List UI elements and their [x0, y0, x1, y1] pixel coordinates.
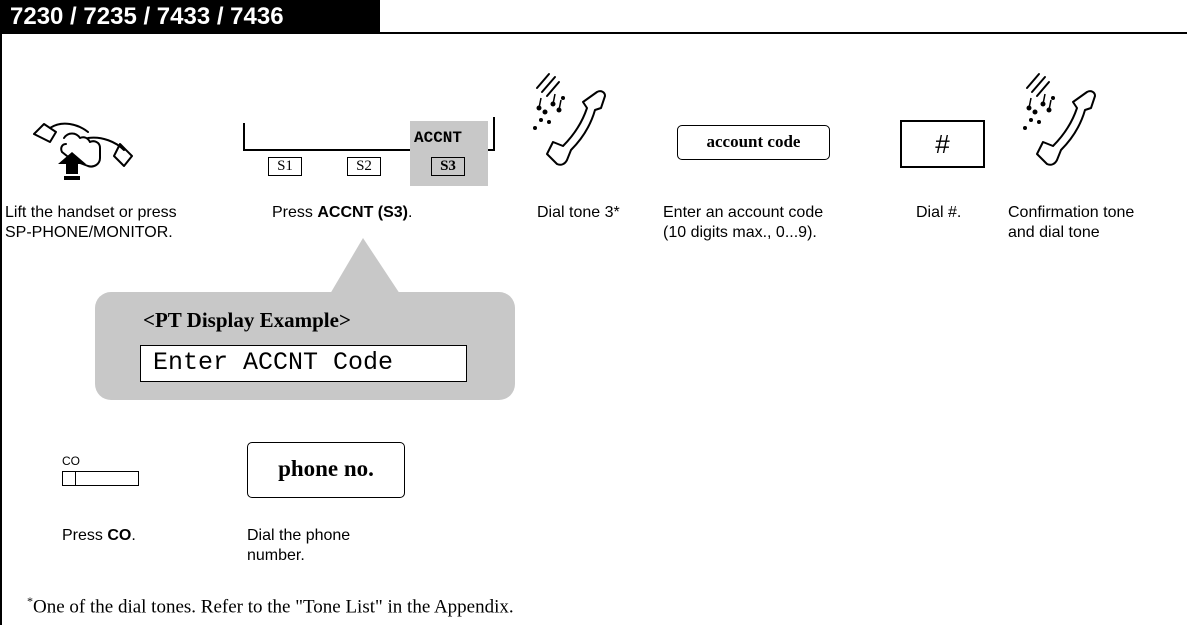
dial-tone-caption: Dial tone 3* — [537, 204, 620, 221]
phone-number-caption-line1: Dial the phone — [247, 527, 351, 544]
hand-lifting-handset-icon — [33, 122, 133, 180]
co-key-led — [62, 471, 76, 486]
callout-pointer — [330, 238, 400, 294]
press-co-caption: Press CO. — [62, 527, 136, 544]
phone-number-key[interactable]: phone no. — [247, 442, 405, 498]
confirmation-caption-line2: and dial tone — [1008, 224, 1100, 241]
confirmation-caption-line1: Confirmation tone — [1008, 204, 1135, 221]
lift-caption-line2: SP-PHONE/MONITOR. — [5, 224, 173, 241]
lift-caption-line1: Lift the handset or press — [5, 204, 177, 221]
frame-top-border — [0, 32, 1187, 34]
accnt-softkey-header: ACCNT — [414, 129, 463, 147]
lcd-display: Enter ACCNT Code — [140, 345, 467, 382]
softkey-bracket-base — [243, 149, 495, 151]
display-example-title: <PT Display Example> — [143, 308, 351, 332]
account-code-key[interactable]: account code — [677, 125, 830, 160]
softkey-s1[interactable]: S1 — [268, 157, 302, 176]
account-code-caption-line2: (10 digits max., 0...9). — [663, 224, 817, 241]
account-code-caption-line1: Enter an account code — [663, 204, 824, 221]
ringing-handset-icon — [533, 73, 606, 166]
frame-left-border — [0, 0, 2, 625]
model-banner: 7230 / 7235 / 7433 / 7436 — [0, 0, 380, 34]
ringing-handset-icon — [1023, 73, 1096, 166]
phone-number-caption-line2: number. — [247, 547, 305, 564]
co-key-label: CO — [62, 454, 80, 468]
softkey-bracket-right — [493, 117, 495, 150]
footnote: *One of the dial tones. Refer to the "To… — [27, 594, 514, 618]
hash-key[interactable]: # — [900, 120, 985, 168]
softkey-bracket-left — [243, 123, 245, 150]
softkey-s2[interactable]: S2 — [347, 157, 381, 176]
softkey-s3[interactable]: S3 — [431, 157, 465, 176]
press-accnt-caption: Press ACCNT (S3). — [272, 204, 413, 221]
dial-hash-caption: Dial #. — [916, 204, 962, 221]
